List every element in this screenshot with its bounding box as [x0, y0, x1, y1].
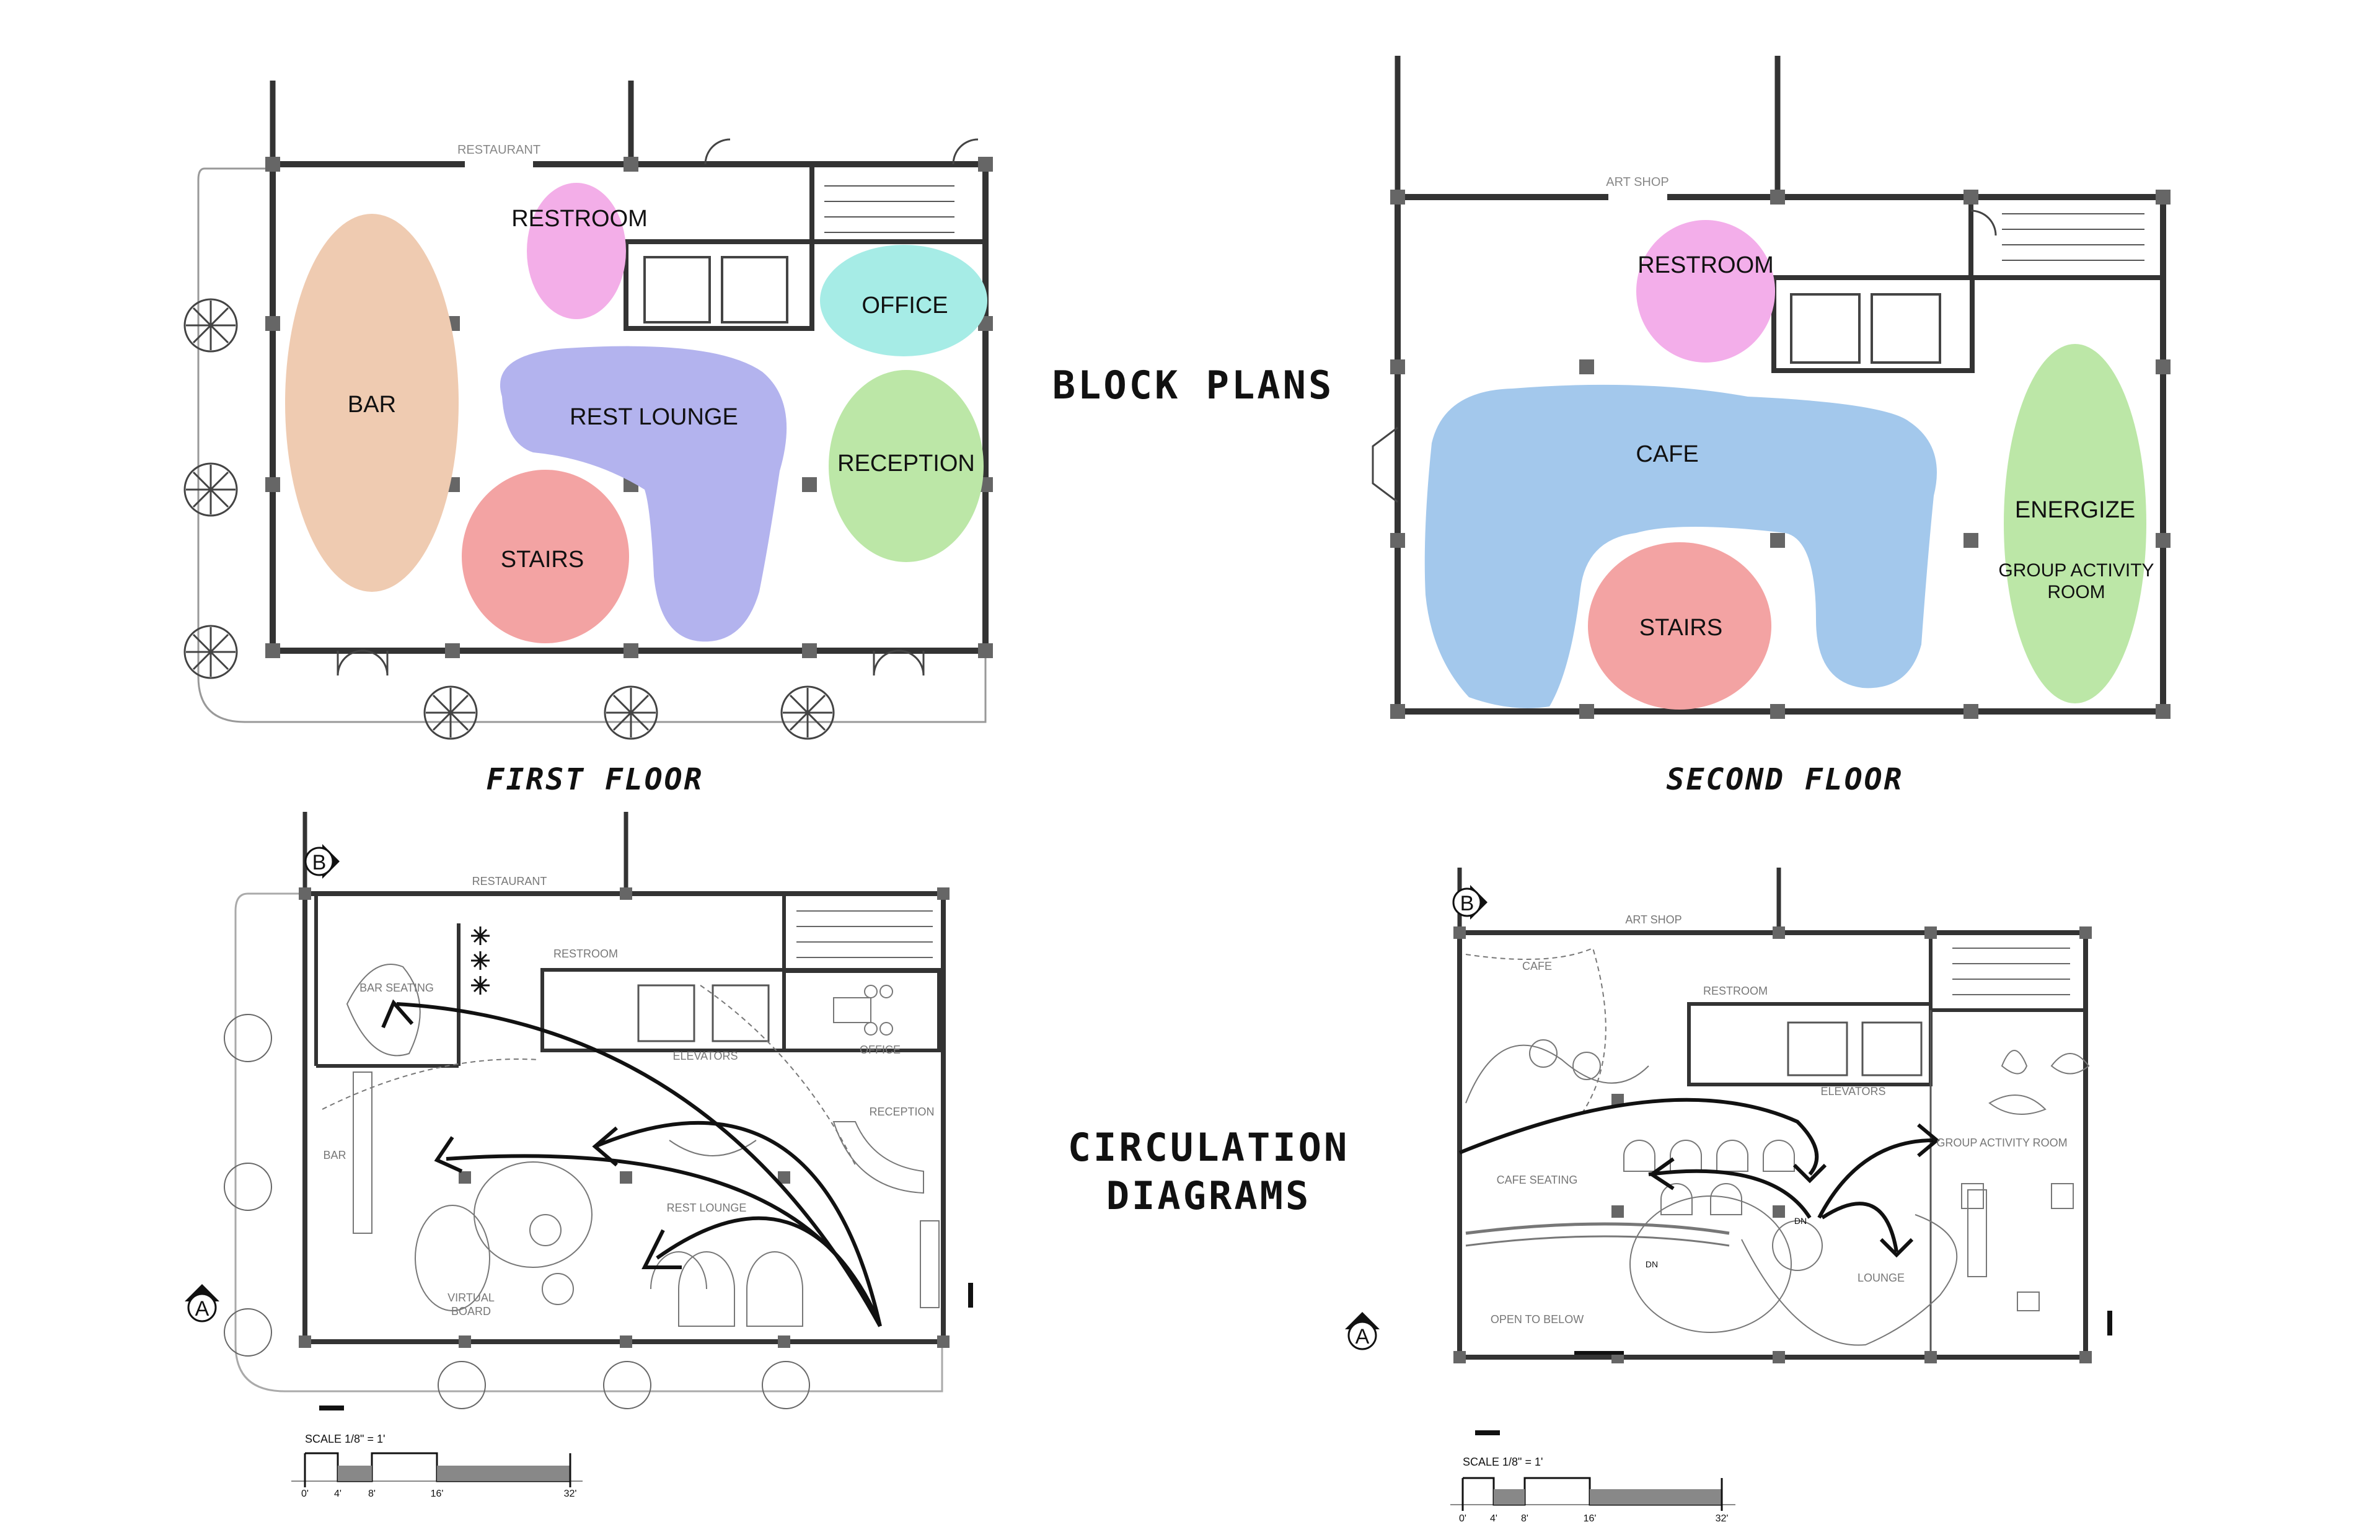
- open-to-below-label: OPEN TO BELOW: [1491, 1313, 1584, 1326]
- svg-text:8': 8': [1521, 1513, 1528, 1524]
- energize-zone: [2004, 344, 2146, 703]
- block-plans-title: BLOCK PLANS: [1052, 363, 1334, 408]
- stairs-zone-2f: [1588, 542, 1771, 710]
- down-label-1: DN: [1794, 1216, 1807, 1226]
- tree-symbols: [183, 298, 835, 740]
- svg-text:A: A: [195, 1297, 209, 1321]
- restroom-zone: [527, 183, 626, 319]
- second-floor-block-plan: ART SHOP RESTROOM CAFE STAIRS ENERGIZE G…: [1372, 56, 2171, 719]
- down-label-2: DN: [1646, 1259, 1658, 1269]
- svg-text:16': 16': [431, 1489, 444, 1499]
- reception-label: RECEPTION: [837, 451, 975, 477]
- office-label-1f-circ: OFFICE: [860, 1044, 901, 1056]
- svg-text:16': 16': [1584, 1513, 1597, 1524]
- section-marker-b-1f: B: [304, 844, 340, 879]
- cafe-label: CAFE: [1636, 441, 1698, 467]
- restroom-label-2f: RESTROOM: [1637, 252, 1774, 278]
- group-activity-room-label: GROUP ACTIVITY ROOM: [1936, 1137, 2067, 1149]
- first-floor-circulation-diagram: B A RESTAURANT RESTROOM BAR SEATING ELEV…: [185, 812, 973, 1499]
- elevators-label-1f: ELEVATORS: [672, 1050, 738, 1062]
- bar-label-1f-circ: BAR: [323, 1149, 346, 1161]
- reception-zone: [829, 370, 984, 562]
- art-shop-label-2f: ART SHOP: [1625, 913, 1681, 926]
- bar-seating-label: BAR SEATING: [359, 982, 434, 994]
- stairs-zone: [462, 470, 629, 643]
- svg-text:4': 4': [334, 1489, 342, 1499]
- first-floor-caption: FIRST FLOOR: [486, 762, 704, 797]
- svg-text:8': 8': [368, 1489, 376, 1499]
- bar-label: BAR: [348, 392, 396, 418]
- restaurant-door-label: RESTAURANT: [457, 143, 540, 157]
- plant-symbols: [471, 926, 490, 995]
- svg-text:0': 0': [301, 1489, 309, 1499]
- lounge-label: LOUNGE: [1858, 1272, 1905, 1284]
- svg-text:32': 32': [1716, 1513, 1729, 1524]
- section-marker-b-2f: B: [1452, 885, 1488, 920]
- reception-label-1f-circ: RECEPTION: [869, 1106, 934, 1118]
- restroom-label-1f-circ: RESTROOM: [553, 948, 618, 960]
- circulation-diagrams-title-line1: CIRCULATION: [1067, 1125, 1350, 1170]
- svg-text:32': 32': [564, 1489, 577, 1499]
- stairs-label-2f: STAIRS: [1639, 615, 1722, 641]
- restroom-zone-2f: [1636, 220, 1775, 363]
- second-floor-caption: SECOND FLOOR: [1666, 762, 1904, 797]
- rest-lounge-label-1f-circ: REST LOUNGE: [667, 1202, 747, 1214]
- restaurant-label-1f: RESTAURANT: [472, 875, 547, 887]
- group-activity-label-line1: GROUP ACTIVITY: [1998, 560, 2154, 581]
- office-zone: [820, 245, 987, 356]
- virtual-board-label-line1: VIRTUAL: [447, 1291, 495, 1304]
- virtual-board-label-line2: BOARD: [451, 1305, 491, 1318]
- energize-label: ENERGIZE: [2015, 497, 2135, 523]
- bar-zone: [285, 214, 459, 592]
- rest-lounge-zone: [500, 346, 787, 642]
- elevators-label-2f: ELEVATORS: [1820, 1085, 1885, 1098]
- scale-bar-2f: SCALE 1/8" = 1' 0' 4' 8' 16' 32': [1450, 1456, 1735, 1524]
- art-shop-door-label: ART SHOP: [1606, 175, 1669, 189]
- svg-text:0': 0': [1459, 1513, 1466, 1524]
- svg-text:4': 4': [1490, 1513, 1497, 1524]
- stairs-label: STAIRS: [501, 547, 584, 573]
- restroom-label-2f-circ: RESTROOM: [1703, 985, 1768, 997]
- cafe-seating-label: CAFE SEATING: [1497, 1174, 1578, 1186]
- first-floor-block-plan: RESTAURANT BAR RESTROOM OFFICE REST LOUN…: [183, 81, 993, 740]
- section-marker-a-2f: A: [1345, 1312, 1380, 1350]
- office-label: OFFICE: [862, 293, 948, 319]
- group-activity-label-line2: ROOM: [2047, 582, 2105, 602]
- svg-text:B: B: [312, 851, 327, 874]
- svg-text:A: A: [1355, 1325, 1370, 1349]
- cafe-zone: [1424, 384, 1937, 708]
- rest-lounge-label: REST LOUNGE: [570, 404, 738, 430]
- svg-text:SCALE 1/8" = 1': SCALE 1/8" = 1': [1463, 1456, 1543, 1468]
- cafe-label-2f-circ: CAFE: [1522, 960, 1552, 972]
- svg-text:SCALE 1/8" = 1': SCALE 1/8" = 1': [305, 1433, 385, 1445]
- restroom-label: RESTROOM: [511, 206, 648, 232]
- scale-bar-1f: SCALE 1/8" = 1' 0' 4' 8' 16' 32': [291, 1433, 583, 1499]
- section-marker-a-1f: A: [185, 1284, 219, 1322]
- second-floor-circulation-diagram: B A ART SHOP CAFE RESTROOM ELEVATORS CAF…: [1345, 868, 2112, 1524]
- svg-text:B: B: [1460, 892, 1474, 915]
- circulation-diagrams-title-line2: DIAGRAMS: [1106, 1173, 1311, 1218]
